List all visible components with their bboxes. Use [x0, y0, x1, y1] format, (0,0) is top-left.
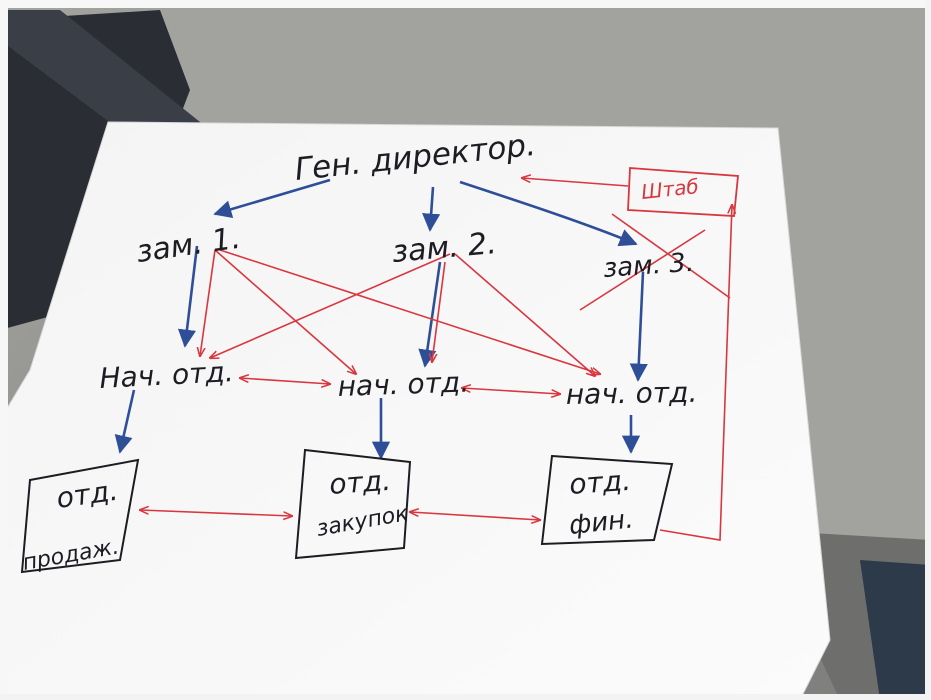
label-purchase-1: отд. [328, 464, 392, 501]
label-deputy-3: зам. 3. [602, 248, 695, 284]
screenshot-border-right [925, 0, 931, 700]
screenshot-border-top [0, 0, 931, 8]
label-head-2: нач. отд. [337, 365, 470, 403]
paper-sheet [0, 121, 831, 700]
label-finance-1: отд. [568, 464, 632, 501]
label-finance-2: фин. [568, 504, 635, 541]
box-sales [20, 458, 140, 574]
box-staff [627, 167, 739, 217]
floor-corner [860, 560, 931, 700]
box-purchase [294, 448, 412, 560]
dept-boxes [20, 448, 674, 574]
blue-arrows [114, 178, 648, 460]
label-head-1: Нач. отд. [99, 355, 235, 395]
screenshot-border-bottom [0, 694, 931, 700]
box-finance [540, 454, 674, 546]
label-staff: Штаб [640, 174, 700, 204]
screenshot-border-left [0, 0, 8, 700]
label-head-3: нач. отд. [566, 376, 698, 411]
red-arrows [140, 178, 732, 541]
